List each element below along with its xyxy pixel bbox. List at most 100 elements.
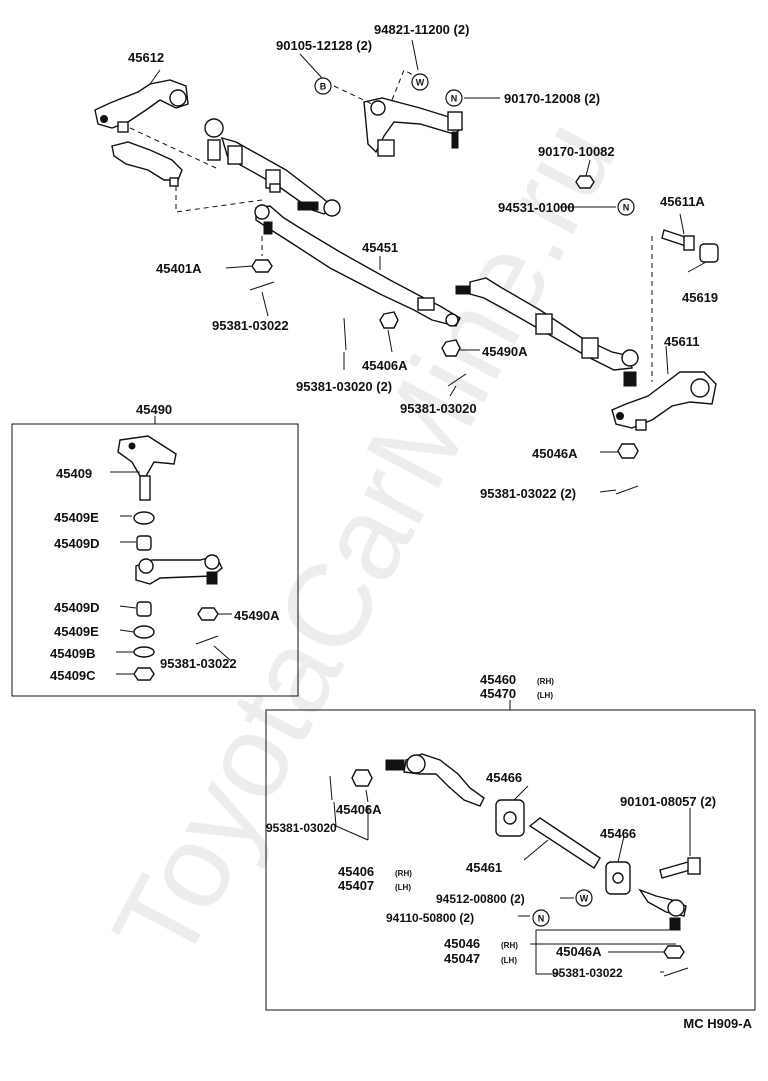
- symbol-n-bottom: N: [532, 909, 550, 927]
- knuckle-arm-45611: [611, 371, 717, 431]
- label-45406A: 45406A: [362, 358, 408, 373]
- nut-90170-10082: [575, 175, 595, 189]
- idler-bracket-45409: [117, 435, 177, 501]
- label-45490: 45490: [136, 402, 172, 417]
- symbol-n-right: N: [617, 198, 635, 216]
- pin-95381-03020-a: [343, 317, 347, 351]
- label-45046A: 45046A: [532, 446, 578, 461]
- label-90170-12008: 90170-12008 (2): [504, 91, 600, 106]
- pitman-arm-45612: [94, 79, 189, 133]
- nut-45490A-box: [197, 607, 219, 621]
- bolt-45611A: [661, 229, 695, 251]
- label-45612: 45612: [128, 50, 164, 65]
- bushing-45409D-a: [136, 535, 152, 551]
- bushing-45409E-a: [133, 511, 155, 525]
- label-94821-11200: 94821-11200 (2): [374, 22, 469, 37]
- leaders: [110, 39, 707, 975]
- label-90101-08057: 90101-08057 (2): [620, 794, 716, 809]
- label-94531-01000: 94531-01000: [498, 200, 575, 215]
- leader-bracket-w: [391, 69, 419, 101]
- label-45401A: 45401A: [156, 261, 202, 276]
- svg-text:W: W: [580, 894, 589, 904]
- washer-45409B: [133, 646, 155, 658]
- center-tie-rod-45451: [254, 204, 461, 327]
- idler-arm-45490: [135, 554, 223, 585]
- svg-text:B: B: [320, 82, 327, 92]
- label-95381-03020-c: 95381-03020: [266, 821, 337, 835]
- label-94512-00800: 94512-00800 (2): [436, 892, 525, 906]
- clamp-45466-a: [495, 799, 525, 837]
- bolt-90101-08057: [659, 857, 701, 879]
- mark-45047-lh: (LH): [501, 956, 517, 965]
- symbol-w-bottom: W: [575, 889, 593, 907]
- mark-45470-lh: (LH): [537, 691, 553, 700]
- nut-45409C: [133, 667, 155, 681]
- pin-95381-03022-box: [195, 635, 219, 645]
- tie-rod-end-45406: [385, 753, 485, 807]
- leader-arm-to-rod: [129, 127, 217, 169]
- mark-45406-rh: (RH): [395, 869, 412, 878]
- label-45409: 45409: [56, 466, 92, 481]
- label-45409D-b: 45409D: [54, 600, 100, 615]
- nut-45406A-b: [351, 769, 373, 787]
- knuckle-arm-lower: [111, 141, 183, 187]
- label-45406: 45406: [338, 864, 374, 879]
- label-45451: 45451: [362, 240, 398, 255]
- label-45409E-a: 45409E: [54, 510, 99, 525]
- bushing-45409D-b: [136, 601, 152, 617]
- label-45407: 45407: [338, 878, 374, 893]
- mark-45046-rh: (RH): [501, 941, 518, 950]
- pin-95381-03020-b: [447, 373, 467, 387]
- label-45047: 45047: [444, 951, 480, 966]
- label-94110-50800: 94110-50800 (2): [386, 911, 474, 925]
- label-45619: 45619: [682, 290, 718, 305]
- label-45611: 45611: [664, 334, 699, 349]
- nut-45406A: [379, 311, 399, 329]
- tie-rod-end-45046: [638, 888, 687, 931]
- group-box-tie-rod: [265, 709, 756, 1011]
- label-90105-12128: 90105-12128 (2): [276, 38, 372, 53]
- bushing-45409E-b: [133, 625, 155, 639]
- label-45409C: 45409C: [50, 668, 96, 683]
- label-45046: 45046: [444, 936, 480, 951]
- nut-45046A: [617, 443, 639, 459]
- pin-95381-03022-c: [663, 967, 689, 977]
- label-95381-03022-c: 95381-03022: [552, 966, 623, 980]
- diagram-code: MC H909-A: [683, 1016, 752, 1031]
- nut-45401A: [251, 259, 273, 273]
- label-90170-10082: 90170-10082: [538, 144, 615, 159]
- nut-45046A-b: [663, 945, 685, 959]
- label-45409B: 45409B: [50, 646, 96, 661]
- symbol-b: B: [314, 77, 332, 95]
- label-95381-03020-2: 95381-03020 (2): [296, 379, 392, 394]
- relay-rod: [204, 118, 341, 217]
- symbol-n-top: N: [445, 89, 463, 107]
- label-45611A: 45611A: [660, 194, 705, 209]
- label-45460: 45460: [480, 672, 516, 687]
- nut-45490A: [441, 339, 461, 357]
- label-45470: 45470: [480, 686, 516, 701]
- pin-95381-03020-c: [329, 775, 333, 801]
- label-95381-03020: 95381-03020: [400, 401, 477, 416]
- label-45409D-a: 45409D: [54, 536, 100, 551]
- label-45409E-b: 45409E: [54, 624, 99, 639]
- label-45466-b: 45466: [600, 826, 636, 841]
- label-45406A-b: 45406A: [336, 802, 382, 817]
- svg-text:N: N: [451, 94, 458, 104]
- symbol-w-top: W: [411, 73, 429, 91]
- svg-text:N: N: [623, 203, 630, 213]
- mark-45407-lh: (LH): [395, 883, 411, 892]
- leader-arm-bottom: [175, 186, 263, 213]
- svg-text:N: N: [538, 914, 545, 924]
- adjusting-tube-45461: [528, 817, 601, 869]
- idler-arm-bracket-top: [363, 97, 464, 157]
- pin-95381-03022-b: [615, 485, 639, 495]
- clamp-45466-b: [605, 861, 631, 895]
- mark-45460-rh: (RH): [537, 677, 554, 686]
- label-95381-03022-2: 95381-03022 (2): [480, 486, 576, 501]
- label-95381-03022-box: 95381-03022: [160, 656, 237, 671]
- label-45490A: 45490A: [482, 344, 528, 359]
- right-tie-rod: [455, 277, 639, 387]
